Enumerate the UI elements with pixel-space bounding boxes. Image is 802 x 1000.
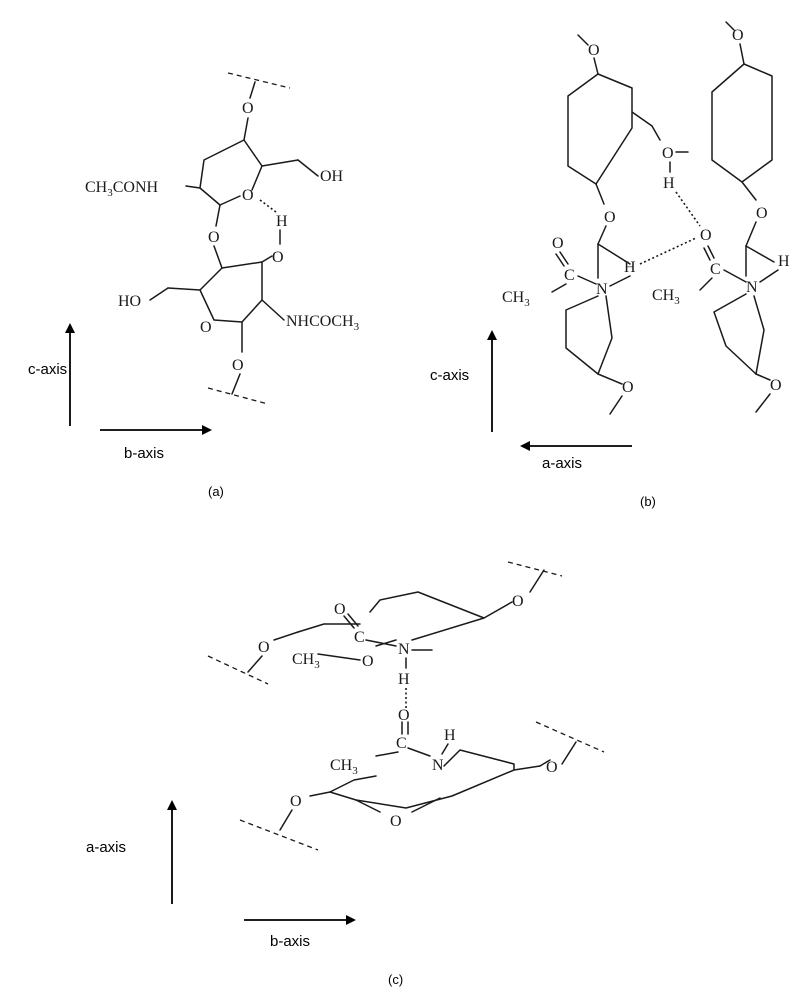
top-carbonyl-carbon: C [354,629,365,646]
c-axis-label: c-axis [430,367,469,384]
atom-o: O [242,100,254,117]
bottom-left-oxygen: O [290,793,302,810]
bottom-oxygen-right: O [770,377,782,394]
ring-2 [199,261,263,323]
panel-a: O O OH CH3CONH O H O HO O NHCOCH3 O [28,72,360,499]
bottom-carbonyl-carbon: C [396,735,407,752]
link-oxygen-left: O [604,209,616,226]
oh-oxygen: O [662,145,674,162]
a-axis-label: a-axis [86,839,126,856]
ring-2-oxygen: O [200,319,212,336]
ring-left-bottom [565,243,631,375]
top-left-oxygen: O [258,639,270,656]
bottom-ring-oxygen: O [390,813,402,830]
atom-o: O [588,42,600,59]
ring-right-top [711,63,773,183]
chain-continuation-top-right [507,561,563,577]
bottom-nitrogen: N [432,757,444,774]
b-axis-label: b-axis [124,445,164,462]
a-axis-label: a-axis [542,455,582,472]
carbonyl-oxygen-left: O [552,235,564,252]
panel-b-label: (b) [640,494,656,509]
panel-c-label: (c) [388,972,403,987]
chain-continuation-bottom-left [239,819,319,851]
methyl-left: CH3 [502,289,530,309]
bridging-hydrogen: H [398,671,410,688]
panel-b: O O H O N H O C CH3 O O [430,21,790,509]
carbonyl-oxygen-right: O [700,227,712,244]
nhcoch3-group: NHCOCH3 [286,313,360,333]
panel-a-label: (a) [208,484,224,499]
nitrogen-right: N [746,279,758,296]
hydrogen-right: H [778,253,790,270]
hydrogen-atom: H [276,213,288,230]
bottom-right-oxygen: O [546,759,558,776]
glycosidic-oxygen: O [208,229,220,246]
hydroxymethyl-group: OH [320,168,344,185]
oh-hydrogen: H [663,175,675,192]
top-methyl: CH3 [292,651,320,671]
chain-continuation-top [227,72,291,89]
bottom-oxygen-left: O [622,379,634,396]
top-right-oxygen: O [512,593,524,610]
hydrogen-bond-2 [639,237,697,265]
nitrogen-left: N [596,281,608,298]
b-axis-label: b-axis [270,933,310,950]
bottom-amide-hydrogen: H [444,727,456,744]
atom-o: O [732,27,744,44]
ring-left-top [567,73,633,185]
top-nitrogen: N [398,641,410,658]
hydrogen-bond-1 [675,191,701,227]
hydrogen-bond [259,199,277,213]
chain-continuation-bottom-right [535,721,605,753]
carbonyl-carbon-left: C [564,267,575,284]
chain-continuation-top-left [207,655,269,685]
carbonyl-carbon-right: C [710,261,721,278]
ring-right-bottom [713,245,775,375]
bottom-oxygen: O [232,357,244,374]
hydroxyl-oxygen: O [272,249,284,266]
bottom-methyl: CH3 [330,757,358,777]
hydrogen-left: H [624,259,636,276]
link-oxygen-right: O [756,205,768,222]
top-carbonyl-oxygen: O [334,601,346,618]
acetamido-group: CH3CONH [85,179,159,199]
ring-top [297,591,485,661]
c-axis-label: c-axis [28,361,67,378]
bottom-carbonyl-oxygen: O [398,707,410,724]
hydroxyl-group: HO [118,293,141,310]
methyl-right: CH3 [652,287,680,307]
top-ring-oxygen: O [362,653,374,670]
panel-c: O O C N O CH3 O H O C H N CH3 O [86,561,605,987]
ring-1-oxygen: O [242,187,254,204]
chain-continuation-bottom [207,387,269,405]
